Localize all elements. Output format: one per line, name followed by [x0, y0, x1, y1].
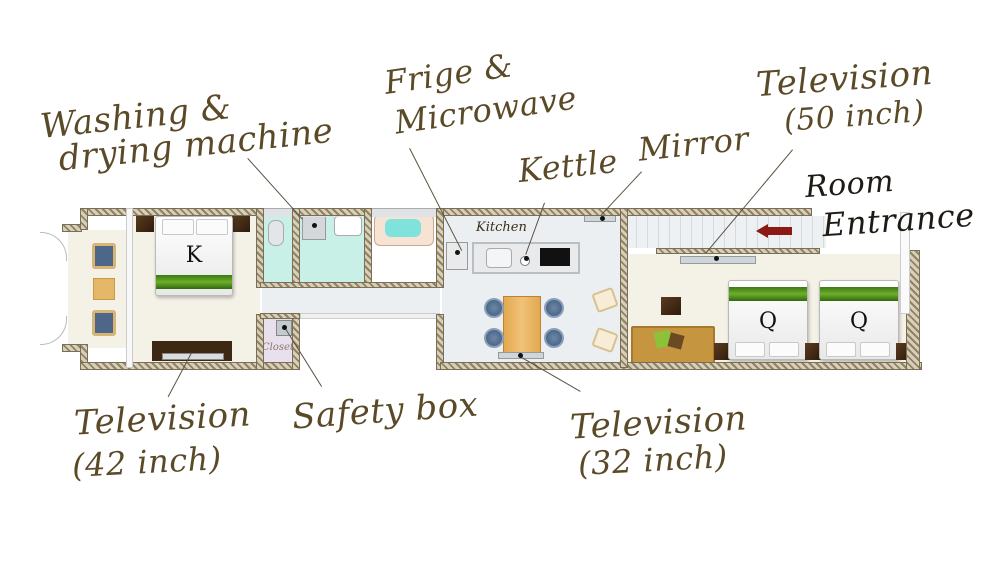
wall — [62, 224, 82, 232]
dining-chair — [484, 328, 504, 348]
dot-kettle — [524, 256, 529, 261]
kitchen-label: Kitchen — [476, 220, 527, 235]
closet-label: Closet — [262, 342, 294, 353]
armchair-top — [92, 243, 116, 269]
wall — [256, 208, 264, 288]
wall — [626, 208, 812, 216]
entrance-hall-floor — [626, 216, 826, 248]
wall — [292, 314, 300, 370]
bed-band — [729, 287, 807, 301]
arrow-shaft — [768, 227, 792, 235]
dining-chair — [544, 298, 564, 318]
pillow — [860, 342, 890, 357]
label-entrance-line1: Room — [803, 163, 896, 206]
label-mirror: Mirror — [636, 119, 751, 169]
wall — [260, 282, 440, 288]
label-tv42-line1: Television — [73, 394, 252, 444]
wall — [62, 344, 82, 352]
king-bed: K — [155, 216, 233, 296]
balcony-door-left — [40, 232, 67, 261]
fridge — [446, 242, 468, 270]
dot-safety — [282, 325, 287, 330]
sofa — [631, 326, 715, 364]
wall — [80, 362, 300, 370]
label-tv50-line2: (50 inch) — [782, 94, 926, 139]
wall — [442, 208, 628, 216]
balcony-door-left-2 — [40, 316, 67, 345]
dot-tv50 — [714, 256, 719, 261]
wall — [292, 208, 300, 288]
washbasin — [334, 216, 362, 236]
label-tv42-line2: (42 inch) — [71, 439, 223, 485]
wall — [656, 248, 820, 254]
dining-table — [503, 296, 541, 354]
pillow — [196, 219, 228, 235]
label-tv32-line2: (32 inch) — [577, 437, 729, 483]
queen-bed-2: Q — [819, 280, 899, 360]
label-entrance-line2: Entrance — [820, 195, 976, 245]
queen-bed-2-letter: Q — [849, 309, 869, 334]
pillow — [735, 342, 765, 357]
bathtub-water — [385, 219, 421, 237]
wall — [80, 344, 88, 368]
queen-bed-1: Q — [728, 280, 808, 360]
cushion-brown — [667, 332, 685, 350]
king-bed-letter: K — [185, 243, 203, 268]
wall — [80, 208, 88, 230]
label-safety: Safety box — [290, 384, 480, 438]
bed-band — [820, 287, 898, 301]
pillow — [826, 342, 856, 357]
left-arrow-icon — [756, 224, 768, 238]
ottoman — [661, 297, 681, 315]
corridor-floor — [262, 288, 440, 314]
queen-bed-1-letter: Q — [758, 309, 778, 334]
nightstand-left — [136, 216, 154, 232]
wall — [256, 314, 264, 370]
wall — [126, 208, 133, 368]
kitchen-counter — [472, 242, 580, 274]
sink — [486, 248, 512, 268]
nightstand — [714, 343, 732, 360]
dining-chair — [544, 328, 564, 348]
side-table — [93, 278, 115, 300]
wall — [300, 313, 440, 319]
wall — [620, 208, 628, 368]
toilet — [268, 220, 284, 246]
pillow — [162, 219, 194, 235]
tv-42-cabinet — [152, 341, 232, 361]
bathtub — [374, 214, 434, 246]
armchair-bottom — [92, 310, 116, 336]
dot-washing — [312, 223, 317, 228]
entrance-door-frame — [900, 212, 910, 314]
washing-machine — [302, 216, 326, 240]
wall — [260, 313, 300, 319]
label-kettle: Kettle — [516, 141, 620, 191]
bed-band — [156, 275, 232, 289]
wall — [436, 314, 444, 370]
nightstand — [805, 343, 821, 360]
wall — [436, 208, 444, 288]
nightstand-right — [232, 216, 250, 232]
dot-tv32 — [518, 353, 523, 358]
dot-mirror — [600, 216, 605, 221]
wall — [296, 208, 368, 216]
dot-fridge — [455, 250, 460, 255]
wall — [440, 362, 922, 370]
entrance-arrow — [756, 224, 792, 238]
wall — [80, 208, 262, 216]
wall — [364, 208, 372, 288]
dining-chair — [484, 298, 504, 318]
tv-42-screen — [162, 353, 224, 360]
pillow — [769, 342, 799, 357]
cooktop — [540, 248, 570, 266]
